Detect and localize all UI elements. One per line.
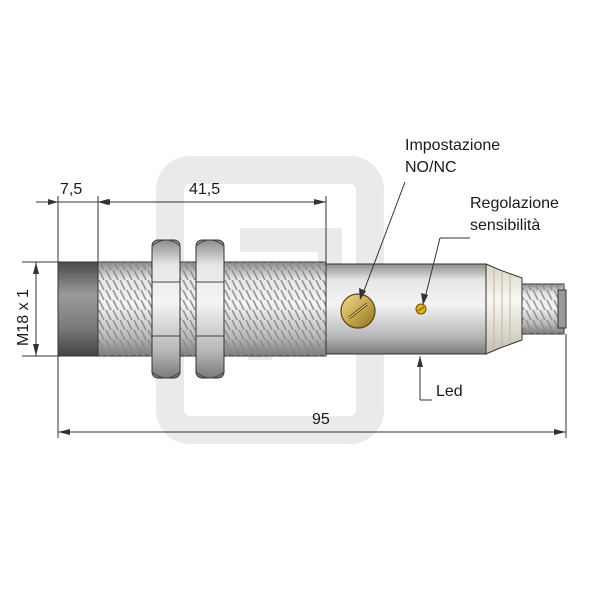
led-label: Led [436,383,463,400]
no-nc-label-line2: NO/NC [405,159,457,176]
dimension-total-label: 95 [312,411,330,428]
sensitivity-label-line1: Regolazione [470,195,559,212]
leader-lines [359,181,470,401]
hex-nut-left [151,239,181,379]
hex-nut-right [195,239,225,379]
dimension-diameter-label: M18 x 1 [15,289,32,346]
sensitivity-led-icon [415,303,427,315]
no-nc-screw-icon [340,293,376,329]
sensor-body [57,239,567,379]
no-nc-label-line1: Impostazione [405,137,500,154]
sensitivity-label-line2: sensibilità [470,217,540,234]
sensing-face [57,261,99,357]
dimension-face-label: 7,5 [60,181,82,198]
dimension-lines [22,196,567,438]
dimension-thread-label: 41,5 [189,181,220,198]
connector [485,263,567,355]
smooth-housing [325,263,487,355]
